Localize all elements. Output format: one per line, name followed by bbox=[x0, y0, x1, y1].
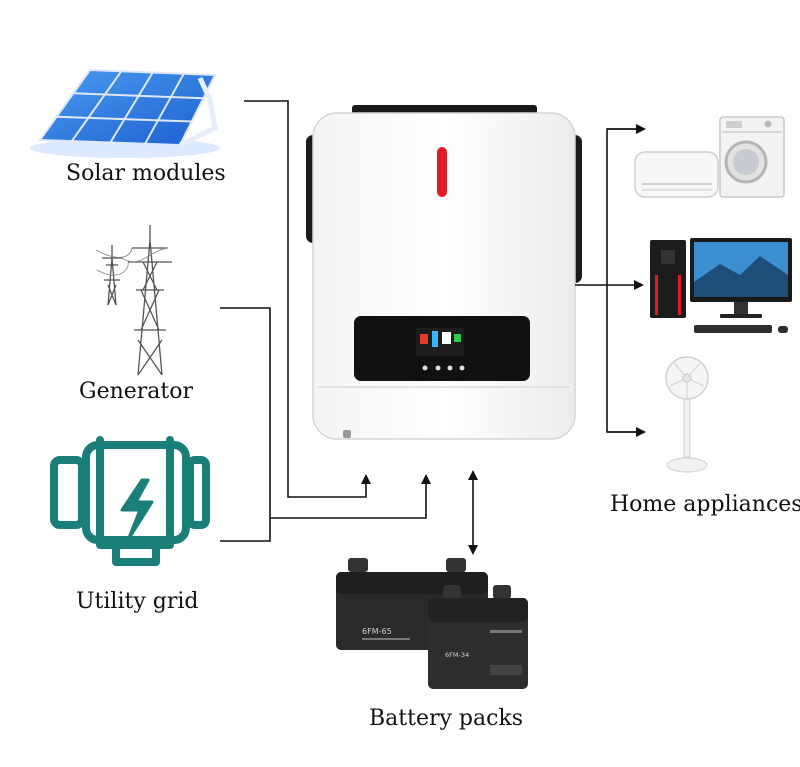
battery-large-model: 6FM-65 bbox=[362, 627, 392, 636]
utility-grid-icon bbox=[50, 436, 210, 566]
desktop-tower-icon bbox=[650, 240, 686, 318]
inverter-unit bbox=[306, 105, 582, 440]
label-battery-packs: Battery packs bbox=[369, 706, 524, 731]
battery-small-model: 6FM-34 bbox=[445, 651, 469, 659]
label-home-appliances: Home appliances bbox=[610, 492, 800, 517]
label-generator: Generator bbox=[79, 379, 194, 404]
air-conditioner-icon bbox=[634, 151, 719, 198]
connection-lines bbox=[220, 100, 646, 555]
label-utility-grid: Utility grid bbox=[76, 589, 199, 614]
battery-small-icon: 6FM-34 bbox=[428, 585, 528, 689]
transmission-tower-icon bbox=[95, 225, 172, 376]
solar-panel-icon bbox=[30, 68, 220, 158]
label-solar-modules: Solar modules bbox=[66, 161, 226, 186]
standing-fan-icon bbox=[665, 356, 709, 473]
monitor-icon bbox=[690, 238, 792, 333]
washing-machine-icon bbox=[719, 116, 785, 198]
